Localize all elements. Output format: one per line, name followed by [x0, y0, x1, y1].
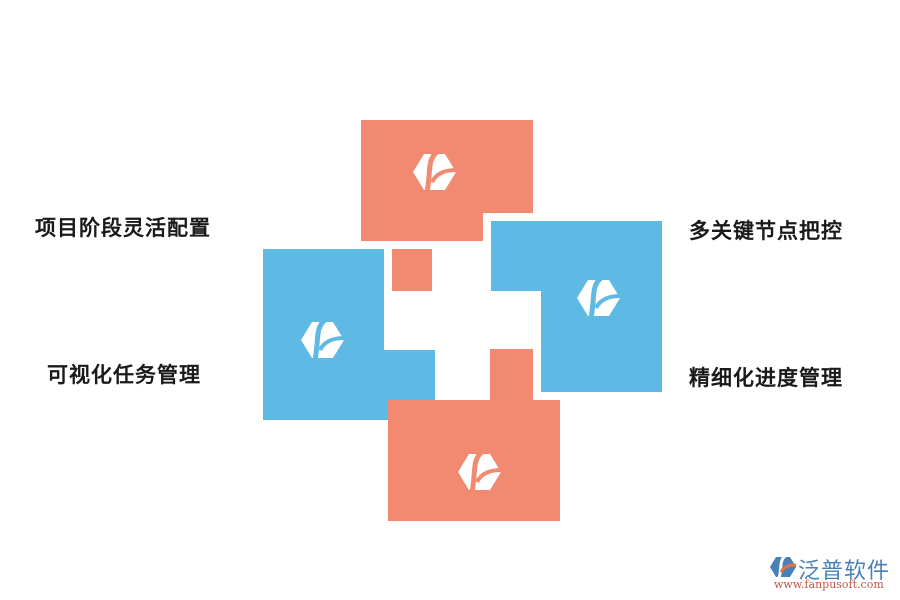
brand-hexagon-icon — [413, 150, 457, 193]
brand-hexagon-icon — [577, 276, 621, 319]
brand-logo-icon — [770, 555, 796, 579]
right-blue-block — [491, 221, 662, 291]
top-orange-block-tail — [361, 213, 483, 241]
label-fine-progress-management: 精细化进度管理 — [689, 366, 843, 390]
watermark-name: 泛普软件 — [798, 559, 891, 584]
brand-hexagon-icon — [458, 450, 502, 493]
label-visual-task-management: 可视化任务管理 — [47, 363, 201, 387]
watermark-logo: 泛普软件 www.fanpusoft.com — [768, 553, 898, 595]
center-orange-square — [392, 249, 432, 291]
label-key-node-control: 多关键节点把控 — [689, 219, 843, 243]
watermark-url: www.fanpusoft.com — [774, 578, 884, 591]
bottom-orange-notch — [490, 349, 533, 400]
label-project-phase-config: 项目阶段灵活配置 — [35, 216, 211, 240]
brand-hexagon-icon — [301, 318, 345, 361]
